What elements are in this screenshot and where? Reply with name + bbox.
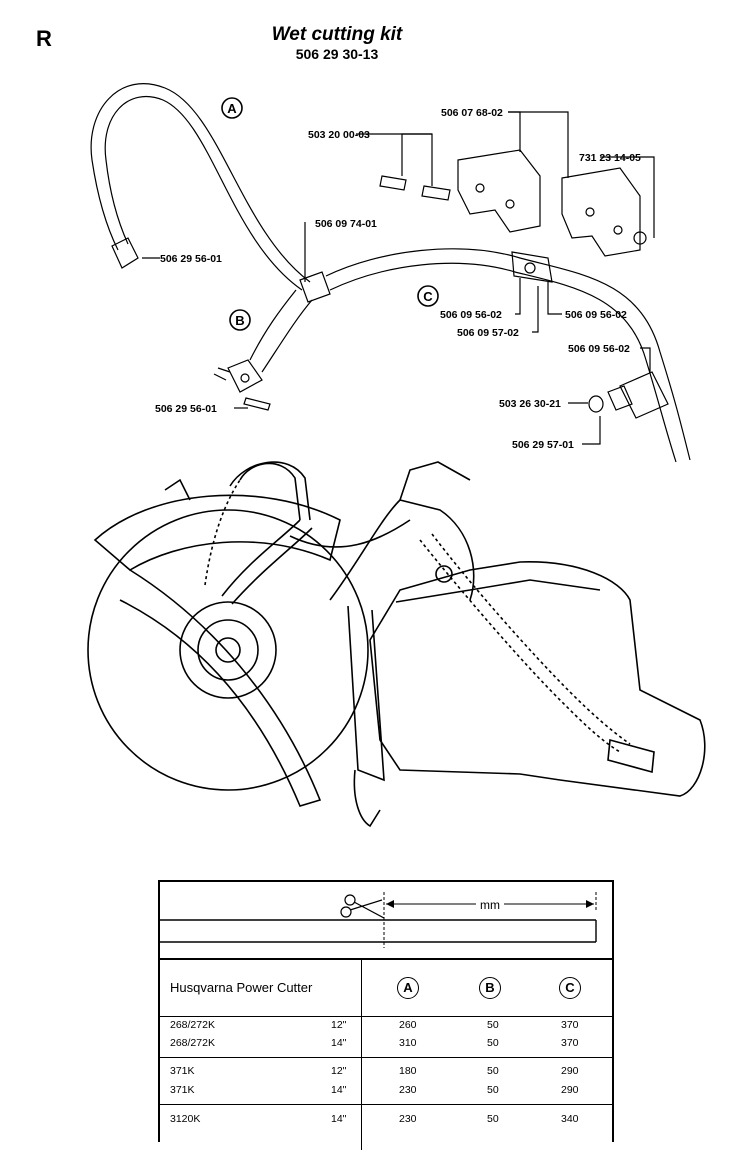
- hose-c-callout: C: [417, 285, 439, 307]
- nut: [633, 231, 647, 245]
- scissors-icon: [340, 894, 385, 919]
- model-column-header: Husqvarna Power Cutter: [170, 980, 313, 995]
- callout-part-number: 506 09 56-02: [565, 309, 627, 321]
- callout-part-number: 506 07 68-02: [441, 107, 503, 119]
- callout-part-number: 506 29 56-01: [160, 253, 222, 265]
- callout-part-number: 503 26 30-21: [499, 398, 561, 410]
- hose-length-table: mm Husqvarna Power Cutter A B C 268/272K…: [158, 880, 614, 1150]
- callout-part-number: 506 09 74-01: [315, 218, 377, 230]
- table-header-row: Husqvarna Power Cutter A B C: [160, 960, 612, 1017]
- measure-diagram: mm: [160, 882, 612, 960]
- callout-part-number: 506 29 56-01: [155, 403, 217, 415]
- callout-part-number: 506 29 57-01: [512, 439, 574, 451]
- callout-part-number: 503 20 00-03: [308, 129, 370, 141]
- hose-b-callout: B: [229, 309, 251, 331]
- hose-c: [325, 248, 691, 461]
- svg-text:A: A: [227, 101, 237, 116]
- power-cutter-illustration: [87, 461, 706, 828]
- mounting-bracket: [457, 149, 541, 233]
- svg-text:C: C: [423, 289, 433, 304]
- hose-a: [90, 83, 311, 283]
- callout-part-number: 506 09 57-02: [457, 327, 519, 339]
- coupling: [619, 371, 669, 419]
- page-title: Wet cutting kit: [271, 24, 403, 45]
- t-connector: [299, 271, 331, 303]
- callout-part-number: 506 09 56-02: [440, 309, 502, 321]
- column-header-b: B: [479, 977, 501, 999]
- column-header-c: C: [559, 977, 581, 999]
- callout-part-number: 506 09 56-02: [568, 343, 630, 355]
- bolt-left: [379, 175, 407, 191]
- svg-text:B: B: [235, 313, 244, 328]
- column-header-a: A: [397, 977, 419, 999]
- callout-part-number: 731 23 14-05: [579, 152, 641, 164]
- hose-clamp: [511, 251, 553, 283]
- o-ring: [588, 395, 604, 413]
- hose-a-callout: A: [221, 97, 243, 119]
- kit-part-number: 506 29 30-13: [295, 46, 379, 62]
- unit-label: mm: [476, 898, 504, 912]
- hose-b: [249, 289, 297, 361]
- page-letter: R: [36, 26, 52, 51]
- parts-diagram: A B C 506 29 56-01 506 09 74-01 503 20 0…: [87, 83, 706, 828]
